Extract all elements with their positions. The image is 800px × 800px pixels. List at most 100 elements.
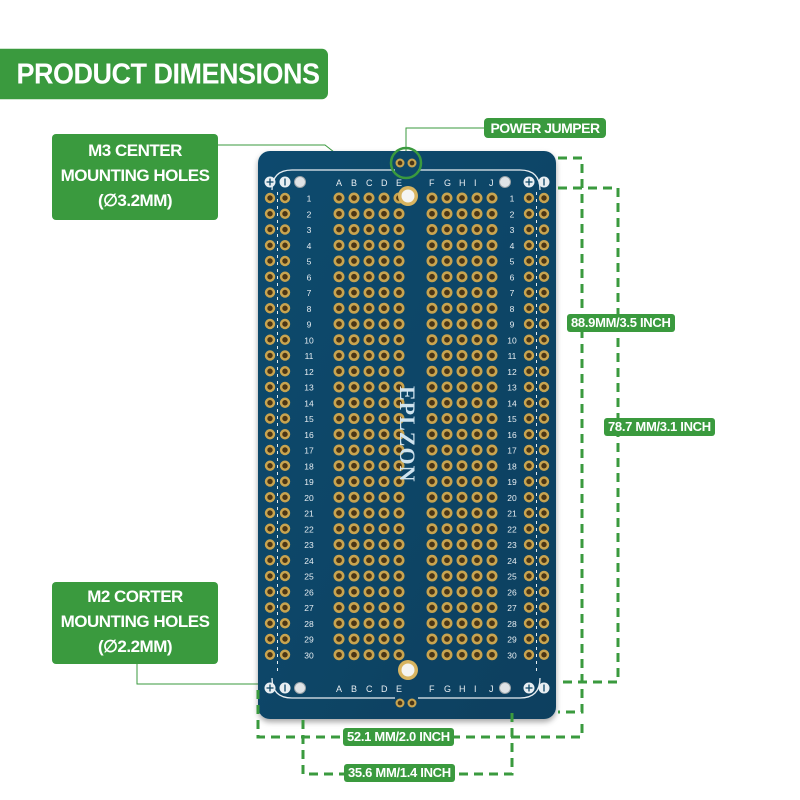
pad-hole (336, 525, 342, 532)
row-number: 26 (304, 587, 314, 597)
pad-hole (396, 651, 402, 658)
row-number: 4 (307, 241, 312, 251)
column-label: G (444, 178, 451, 188)
pad-hole (489, 541, 495, 548)
pad-hole (541, 242, 547, 248)
m2-callout-line3: (∅2.2MM) (97, 637, 173, 656)
power-jumper-highlight (389, 146, 423, 180)
pad-hole (541, 620, 547, 626)
pad-hole (381, 242, 387, 249)
pad-hole (366, 242, 372, 249)
pad-hole (381, 258, 387, 264)
row-number: 16 (507, 430, 517, 440)
pad-hole (489, 242, 495, 249)
pad-hole (541, 431, 547, 437)
pad-hole (489, 336, 495, 343)
pad-hole (282, 431, 288, 437)
pad-hole (526, 368, 532, 374)
pad-hole (336, 510, 342, 516)
pad-hole (429, 321, 435, 327)
pad-hole (489, 525, 495, 532)
pad-hole (444, 651, 450, 658)
pad-hole (489, 258, 495, 264)
pad-hole (474, 352, 480, 359)
pad-hole (366, 510, 372, 516)
pad-hole (429, 384, 435, 390)
pad-hole (541, 337, 547, 343)
pad-hole (336, 462, 342, 469)
row-number: 15 (507, 414, 517, 424)
pad-hole (336, 258, 342, 264)
pad-hole (267, 652, 273, 658)
pad-hole (444, 258, 450, 264)
pad-hole (351, 321, 357, 327)
pad-hole (459, 352, 465, 359)
pad-hole (541, 368, 547, 374)
pad-hole (267, 557, 273, 563)
pad-hole (336, 210, 342, 217)
row-number: 9 (510, 320, 515, 330)
column-label: J (489, 684, 494, 694)
pad-hole (396, 384, 402, 390)
pad-hole (396, 431, 402, 438)
pad-hole (396, 226, 402, 233)
pad-hole (381, 289, 387, 296)
row-number: 21 (304, 509, 314, 519)
pad-hole (381, 651, 387, 658)
pad-hole (474, 368, 480, 375)
pad-hole (526, 652, 532, 658)
pad-hole (444, 210, 450, 217)
pad-hole (381, 478, 387, 485)
pad-hole (489, 620, 495, 627)
m2-corner-hole (499, 682, 511, 694)
pad-hole (336, 431, 342, 438)
pad-hole (429, 494, 435, 501)
pad-hole (282, 636, 288, 642)
pad-hole (444, 336, 450, 343)
row-number: 14 (507, 398, 517, 408)
m2-callout-line2: MOUNTING HOLES (60, 612, 210, 631)
pad-hole (429, 604, 435, 611)
pad-hole (526, 478, 532, 485)
row-number: 13 (507, 383, 517, 393)
pad-hole (267, 274, 273, 280)
pad-hole (526, 400, 532, 406)
pad-hole (459, 636, 465, 642)
row-number: 18 (304, 461, 314, 471)
pad-hole (396, 368, 402, 375)
pad-hole (267, 510, 273, 516)
pad-hole (366, 258, 372, 264)
pad-hole (282, 258, 288, 264)
pad-hole (489, 478, 495, 485)
column-label: A (336, 178, 342, 188)
row-number: 22 (304, 524, 314, 534)
pad-hole (336, 604, 342, 611)
pad-hole (429, 242, 435, 249)
row-number: 3 (307, 225, 312, 235)
pad-hole (489, 195, 495, 201)
pad-hole (474, 399, 480, 406)
pad-hole (474, 210, 480, 217)
pad-hole (541, 305, 547, 311)
pad-hole (489, 226, 495, 233)
pad-hole (526, 431, 532, 437)
pad-hole (474, 557, 480, 564)
pad-hole (336, 384, 342, 390)
pad-hole (429, 541, 435, 548)
pad-hole (474, 525, 480, 532)
row-number: 23 (507, 540, 517, 550)
pad-hole (429, 195, 435, 201)
pad-hole (282, 494, 288, 500)
row-number: 13 (304, 383, 314, 393)
pad-hole (336, 588, 342, 595)
pad-hole (396, 636, 402, 642)
pad-hole (459, 226, 465, 233)
pad-hole (459, 557, 465, 564)
pad-hole (489, 462, 495, 469)
pad-hole (351, 510, 357, 516)
row-number: 25 (304, 572, 314, 582)
pad-hole (366, 210, 372, 217)
pad-hole (336, 620, 342, 627)
pad-hole (526, 195, 532, 201)
pad-hole (381, 352, 387, 359)
